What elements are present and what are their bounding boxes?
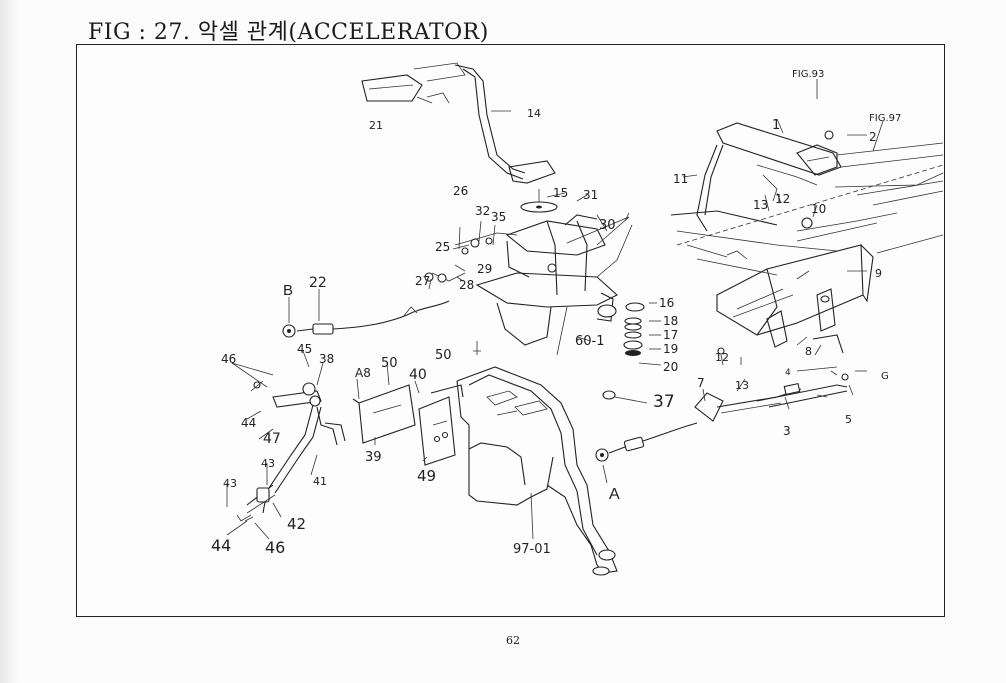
callout-15: 15 [553,186,568,200]
callout-40: 40 [409,367,427,383]
callout-28: 28 [459,278,474,292]
callout-13a: 13 [753,198,768,212]
lower-linkage-assembly [236,380,346,522]
diagram-frame: FIG.93 FIG.97 1 2 11 13 12 10 9 8 12 13 … [76,44,945,617]
callout-9: 9 [875,267,882,280]
callout-35: 35 [491,210,506,224]
callout-10: 10 [811,202,826,216]
bracket-49 [418,384,464,466]
spring-washer-stack [623,302,645,356]
callout-22: 22 [309,275,327,291]
callout-17: 17 [663,328,678,342]
callout-7: 7 [697,376,705,390]
callout-8: 8 [805,345,812,358]
callout-27: 27 [415,274,430,288]
callout-1: 1 [772,118,780,133]
callout-19: 19 [663,342,678,356]
accelerator-exploded-diagram: FIG.93 FIG.97 1 2 11 13 12 10 9 8 12 13 … [211,62,944,576]
pedal-housing-assembly [670,122,944,348]
callout-11: 11 [673,172,688,186]
callout-25: 25 [435,240,450,254]
scan-edge-shadow [0,0,18,683]
throttle-cable-a [595,382,802,462]
accelerator-pedal-assembly [361,62,558,213]
callout-41: 41 [313,475,327,488]
callout-48: A8 [355,366,371,380]
callout-46b: 46 [265,538,285,557]
callout-12a: 12 [775,192,790,206]
callout-47: 47 [263,431,281,447]
callout-38: 38 [319,352,334,366]
callout-12b: 12 [715,351,729,364]
callout-49: 49 [417,467,436,485]
callout-20: 20 [663,360,678,374]
pedal-bracket-assembly [424,214,633,356]
callout-14: 14 [527,107,541,120]
callout-2: 2 [869,130,877,144]
callout-60-1: 60-1 [575,334,605,349]
callout-44b: 44 [211,536,231,555]
callout-30: 30 [599,218,616,233]
callout-45: 45 [297,342,312,356]
callout-labels: FIG.93 FIG.97 1 2 11 13 12 10 9 8 12 13 … [211,69,901,557]
callout-26: 26 [453,184,468,198]
throttle-cable-b [282,300,450,338]
callout-16: 16 [659,296,674,310]
callout-46a: 46 [221,352,236,366]
rod-assembly-right [717,334,849,408]
callout-42: 42 [287,515,306,533]
callout-5: 5 [845,413,852,426]
bracket-39 [352,384,416,444]
callout-29: 29 [477,262,492,276]
ref-fig93: FIG.93 [792,69,824,80]
page-number: 62 [506,634,520,647]
callout-a: A [609,486,620,503]
callout-39: 39 [365,450,382,465]
grommet-37 [602,390,648,404]
callout-50: 50 [435,348,452,363]
ref-fig97: FIG.97 [869,113,901,124]
callout-4: 4 [785,368,791,378]
callout-32: 32 [475,204,490,218]
callout-44a: 44 [241,416,256,430]
callout-43a: 43 [261,457,275,470]
callout-leaders [226,79,884,540]
callout-6: G [881,371,889,382]
callout-21: 21 [369,119,383,132]
callout-43b: 43 [223,477,237,490]
page-title: FIG : 27. 악셀 관계(ACCELERATOR) [88,20,489,45]
callout-37: 37 [653,392,675,412]
callout-31: 31 [583,188,598,202]
callout-97-01: 97-01 [513,542,551,557]
callout-13b: 13 [735,379,749,392]
callout-18: 18 [663,314,678,328]
callout-50b: 50 [381,356,398,371]
callout-3: 3 [783,424,791,438]
callout-b: B [283,282,293,299]
floor-panel-97-01 [456,366,618,576]
